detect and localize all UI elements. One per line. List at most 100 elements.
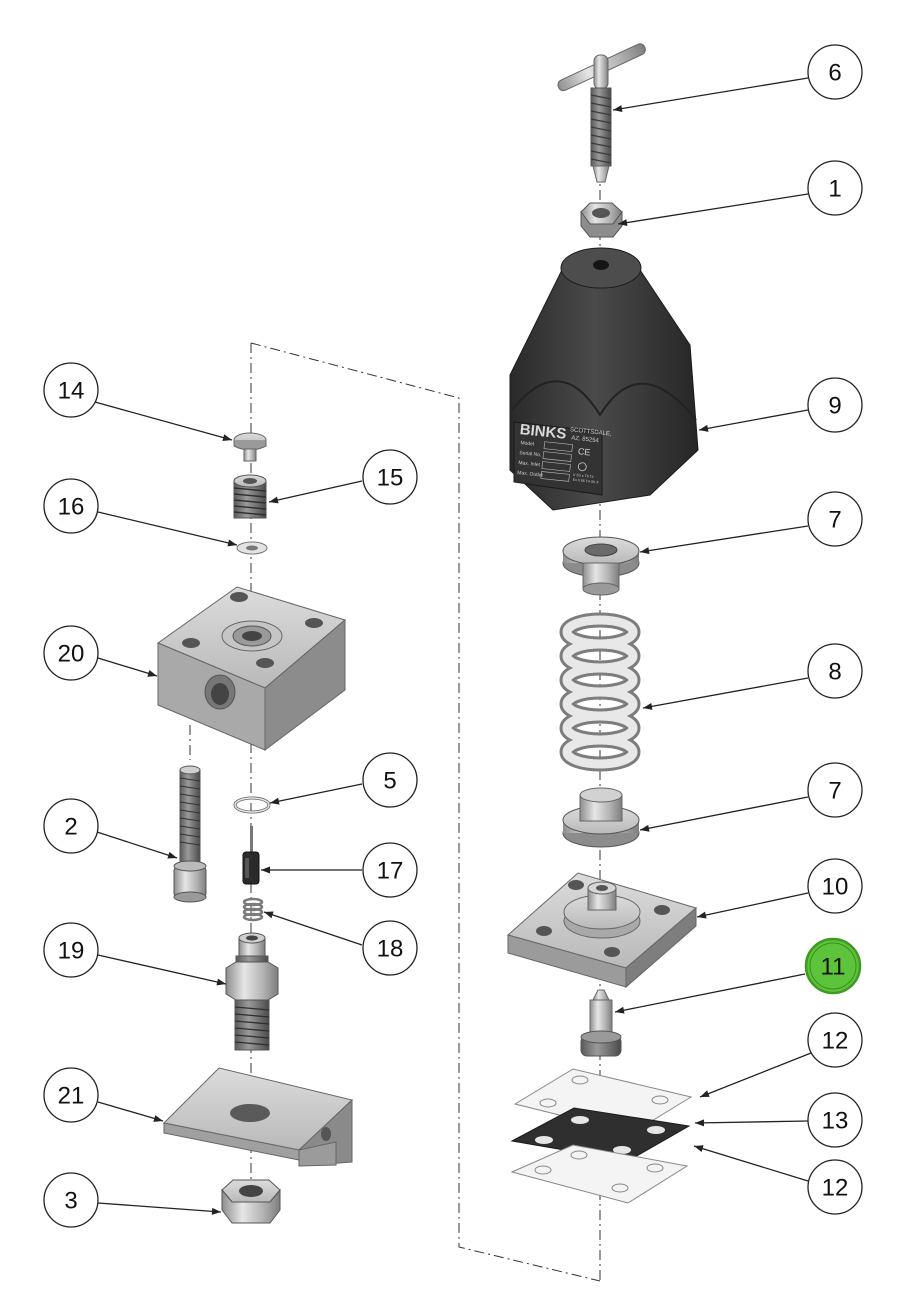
balloon-circle-icon xyxy=(43,798,99,854)
part-1-hex-nut xyxy=(580,202,623,238)
balloon-circle-icon xyxy=(807,643,863,699)
balloon-circle-icon xyxy=(807,1092,863,1148)
callout-10-c10[interactable]: 10 xyxy=(807,858,863,914)
leader-line xyxy=(97,1202,222,1215)
callout-9-c9[interactable]: 9 xyxy=(807,377,863,433)
part-7-bushing-upper xyxy=(562,536,640,596)
leader-arrowhead xyxy=(269,496,279,504)
leader-line xyxy=(614,973,806,1014)
leader-arrowhead xyxy=(227,539,237,547)
leader-arrowhead xyxy=(697,911,707,919)
leader-line xyxy=(699,1052,812,1098)
callout-3-c3[interactable]: 3 xyxy=(43,1172,99,1228)
leader-arrowhead xyxy=(618,219,628,227)
leader-arrowhead xyxy=(615,1006,625,1014)
leader-arrowhead xyxy=(643,702,653,710)
leader-arrowhead xyxy=(270,797,280,805)
leader-line xyxy=(639,796,809,832)
callout-7-c7b[interactable]: 7 xyxy=(807,762,863,818)
leader-arrowhead xyxy=(264,911,274,919)
part-2-cap-screw xyxy=(173,765,207,903)
callout-13-c13[interactable]: 13 xyxy=(807,1092,863,1148)
balloon-circle-icon xyxy=(362,842,418,898)
balloon-circle-icon xyxy=(807,1012,863,1068)
callout-label: 7 xyxy=(828,507,841,534)
leader-line xyxy=(693,1145,809,1182)
callout-11-c11[interactable]: 11 xyxy=(804,937,862,995)
balloon-circle-icon xyxy=(807,762,863,818)
leader-line xyxy=(97,511,238,547)
part-11-valve-seat xyxy=(580,989,622,1057)
callout-label: 14 xyxy=(58,378,85,405)
callout-14-c14[interactable]: 14 xyxy=(43,362,99,418)
callout-7-c7a[interactable]: 7 xyxy=(807,491,863,547)
cover-brand-text: BINKS xyxy=(519,421,567,443)
leader-line xyxy=(617,193,809,227)
callout-16-c16[interactable]: 16 xyxy=(43,478,99,534)
balloon-circle-icon xyxy=(807,377,863,433)
part-12-gasket-lower xyxy=(510,1144,689,1204)
part-20-block-body xyxy=(156,586,347,751)
balloon-circle-icon xyxy=(362,449,418,505)
leader-line xyxy=(94,401,233,441)
cover-row-model: Model xyxy=(520,440,534,447)
part-15-threaded-insert xyxy=(233,474,267,519)
callout-label: 20 xyxy=(58,641,85,668)
callout-label: 12 xyxy=(822,1028,849,1055)
callout-12-c12a[interactable]: 12 xyxy=(807,1012,863,1068)
callout-label: 8 xyxy=(828,659,841,686)
callout-label: 19 xyxy=(58,938,85,965)
callout-6-c6[interactable]: 6 xyxy=(807,44,863,100)
part-16-washer xyxy=(236,541,268,555)
callout-label: 12 xyxy=(822,1175,849,1202)
balloon-circle-icon xyxy=(807,160,863,216)
cover-row-max-outlet: Max. Outlet xyxy=(517,470,544,479)
callout-19-c19[interactable]: 19 xyxy=(43,922,99,978)
callout-label: 3 xyxy=(64,1188,77,1215)
callout-label: 6 xyxy=(828,60,841,87)
leader-arrowhead xyxy=(613,105,623,112)
leader-arrowhead xyxy=(167,851,177,859)
leader-line xyxy=(96,831,178,859)
leader-line xyxy=(97,954,227,986)
balloon-circle-icon xyxy=(807,1159,863,1215)
callout-8-c8[interactable]: 8 xyxy=(807,643,863,699)
callout-label: 2 xyxy=(64,814,77,841)
leader-arrowhead xyxy=(147,670,157,677)
leader-line xyxy=(268,480,363,504)
callout-5-c5[interactable]: 5 xyxy=(362,752,418,808)
callout-2-c2[interactable]: 2 xyxy=(43,798,99,854)
leader-arrowhead xyxy=(222,434,232,441)
balloon-circle-icon xyxy=(807,491,863,547)
callout-18-c18[interactable]: 18 xyxy=(362,920,418,976)
ex-mark-icon xyxy=(577,462,587,472)
leader-arrowhead xyxy=(211,1207,221,1215)
callout-1-c1[interactable]: 1 xyxy=(807,160,863,216)
balloon-circle-icon xyxy=(43,1172,99,1228)
callout-17-c17[interactable]: 17 xyxy=(362,842,418,898)
callout-label: 18 xyxy=(377,936,404,963)
leader-arrowhead xyxy=(700,1090,710,1097)
leader-arrowhead xyxy=(699,424,709,432)
leader-line xyxy=(694,1119,809,1127)
callout-label: 13 xyxy=(822,1108,849,1135)
cover-ce-mark: CE xyxy=(577,446,590,457)
callout-15-c15[interactable]: 15 xyxy=(362,449,418,505)
callout-21-c21[interactable]: 21 xyxy=(43,1067,99,1123)
cover-small-line-1: II 2G c T6 T4 xyxy=(573,473,594,479)
part-14-cap xyxy=(233,432,267,462)
callout-label: 16 xyxy=(58,494,85,521)
balloon-circle-icon xyxy=(362,752,418,808)
leader-arrowhead xyxy=(640,824,650,832)
part-17-needle xyxy=(242,826,260,885)
callout-label: 17 xyxy=(377,858,404,885)
callout-20-c20[interactable]: 20 xyxy=(43,625,99,681)
callout-label: 7 xyxy=(828,778,841,805)
balloon-circle-icon xyxy=(43,625,99,681)
callout-12-c12b[interactable]: 12 xyxy=(807,1159,863,1215)
callout-label: 10 xyxy=(822,874,849,901)
part-6-t-handle-screw xyxy=(557,43,646,183)
